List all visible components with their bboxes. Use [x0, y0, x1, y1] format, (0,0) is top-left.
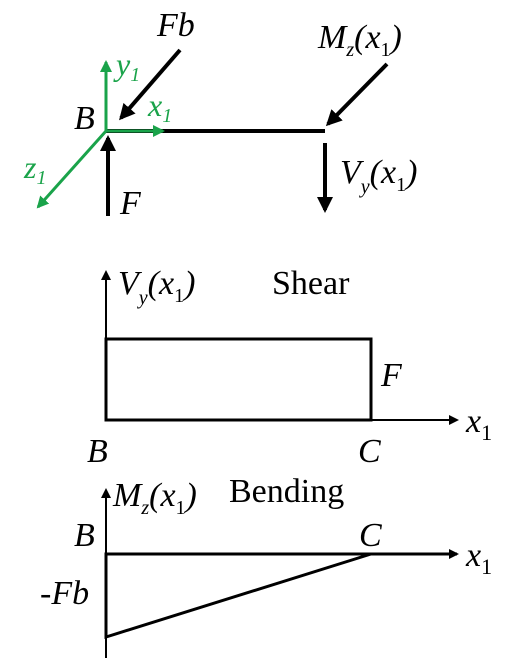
free-body-diagram: Fb Mz(x1) Vy(x1) B F y1 x1 z1 — [23, 7, 417, 222]
shear-title: Shear — [272, 265, 350, 302]
point-b-label: B — [74, 100, 95, 137]
shear-left-label: B — [87, 433, 108, 470]
bending-triangle — [104, 552, 372, 640]
force-f-label: F — [119, 185, 142, 222]
shear-y-label: Vy(x1) — [118, 265, 195, 309]
bending-y-label: Mz(x1) — [112, 477, 197, 519]
shear-force-label: Vy(x1) — [340, 154, 417, 198]
shear-right-label: C — [358, 433, 381, 470]
bending-x-label: x1 — [465, 537, 492, 579]
bending-diagram: Mz(x1) Bending -Fb x1 B C — [40, 473, 492, 658]
moment-arrow — [325, 62, 389, 127]
bending-title: Bending — [229, 473, 344, 510]
bending-value-label: -Fb — [40, 575, 89, 612]
force-fb-label: Fb — [156, 7, 195, 44]
force-fb-arrow — [119, 48, 182, 121]
axis-y1-label: y1 — [113, 46, 140, 86]
shear-rectangle — [104, 337, 373, 422]
moment-label: Mz(x1) — [317, 19, 402, 61]
axis-x1-label: x1 — [147, 87, 172, 127]
axis-z1-label: z1 — [23, 149, 46, 189]
bending-left-label: B — [74, 517, 95, 554]
shear-diagram: Vy(x1) Shear F x1 B C — [87, 265, 492, 470]
bending-right-label: C — [359, 517, 382, 554]
shear-value-label: F — [380, 357, 403, 394]
shear-x-label: x1 — [465, 403, 492, 445]
axis-z1-arrow — [36, 129, 108, 209]
